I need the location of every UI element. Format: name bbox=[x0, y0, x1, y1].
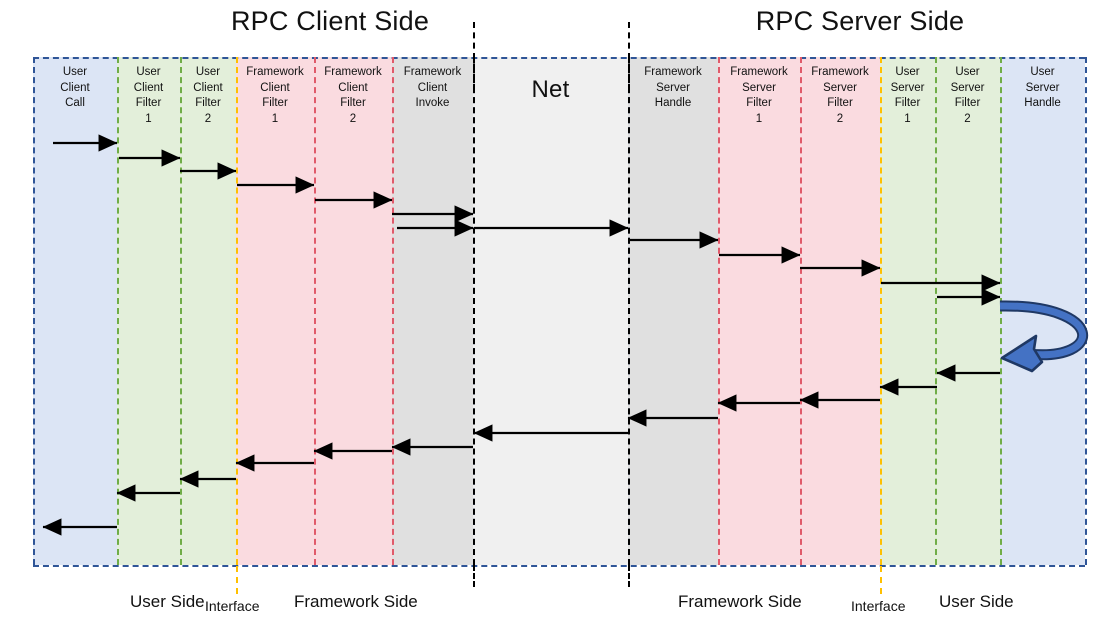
divider-interface-left bbox=[236, 57, 238, 565]
black-divider-net-left-lower bbox=[473, 57, 475, 565]
divider-framework-server-handle bbox=[718, 57, 720, 565]
black-divider-net-right bbox=[628, 22, 630, 90]
title-rpc-client-side: RPC Client Side bbox=[230, 6, 430, 36]
bottom-label-user-side-left: User Side bbox=[130, 592, 205, 611]
black-divider-net-right-lower bbox=[628, 57, 630, 565]
divider-framework-server-filter-1 bbox=[800, 57, 802, 565]
bottom-label-framework-side-right: Framework Side bbox=[678, 592, 802, 611]
net-label: Net bbox=[531, 76, 570, 103]
lane-net bbox=[473, 57, 628, 565]
black-divider-net-left bbox=[473, 22, 475, 90]
interface-tick-left bbox=[236, 566, 238, 594]
divider-interface-right bbox=[880, 57, 882, 565]
bottom-label-interface-right: Interface bbox=[851, 598, 906, 614]
black-divider-net-right-tail bbox=[628, 565, 630, 587]
frame-top bbox=[33, 57, 1085, 59]
black-divider-net-left-tail bbox=[473, 565, 475, 587]
bottom-label-framework-side-left: Framework Side bbox=[294, 592, 418, 611]
divider-user-server-filter-2 bbox=[1000, 57, 1002, 565]
bottom-label-interface-left: Interface bbox=[205, 598, 260, 614]
frame-left bbox=[33, 57, 35, 565]
frame-right bbox=[1085, 57, 1087, 565]
divider-user-client-filter-1 bbox=[180, 57, 182, 565]
divider-user-server-filter-1 bbox=[935, 57, 937, 565]
interface-tick-right bbox=[880, 566, 882, 594]
bottom-label-user-side-right: User Side bbox=[939, 592, 1014, 611]
divider-user-client-call bbox=[117, 57, 119, 565]
frame-bottom bbox=[33, 565, 1085, 567]
title-rpc-server-side: RPC Server Side bbox=[755, 6, 965, 36]
divider-framework-client-filter-2 bbox=[392, 57, 394, 565]
divider-framework-client-filter-1 bbox=[314, 57, 316, 565]
